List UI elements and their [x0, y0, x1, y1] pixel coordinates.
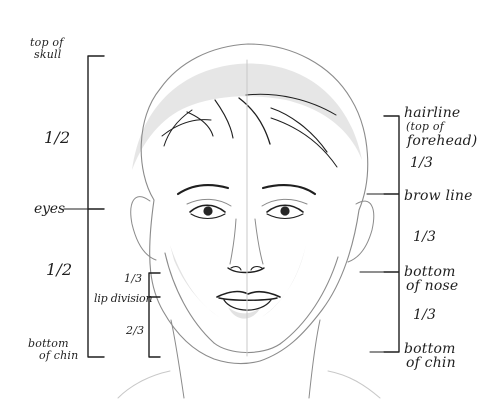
iris-right [280, 206, 289, 215]
nose-bridge-left [230, 219, 236, 264]
label-hairline-2: (top of [406, 121, 444, 132]
label-bottom-of-nose-1: bottom [404, 265, 456, 279]
label-hairline-1: hairline [404, 106, 460, 120]
label-half-upper: 1/2 [44, 130, 70, 146]
lip-division [219, 298, 277, 300]
brow-right [263, 185, 315, 194]
jaw-left [165, 253, 214, 343]
brow-left [178, 185, 228, 194]
hair-strand-7 [271, 118, 337, 167]
label-two-thirds: 2/3 [126, 325, 144, 336]
nose-bridge-right [255, 219, 263, 264]
label-top-of-skull-1: top of [30, 37, 63, 48]
hair-strand-3 [187, 112, 213, 136]
bracket-left-outer [88, 56, 104, 357]
label-bottom-of-chin-right-2: of chin [406, 356, 456, 370]
label-half-lower: 1/2 [46, 262, 72, 278]
label-third-3: 1/3 [413, 308, 436, 322]
ear-left [131, 197, 156, 260]
hair-strand-2 [215, 100, 233, 138]
nose-bottom [228, 268, 264, 273]
label-bottom-of-chin-left-1: bottom [28, 338, 69, 349]
hair-strand-1 [239, 98, 270, 144]
label-brow-line: brow line [404, 189, 473, 203]
jaw-right [280, 257, 338, 344]
nostril-left [231, 267, 241, 270]
cheek-shadow-right [262, 245, 306, 317]
label-lip-division: lip division [94, 293, 152, 304]
label-top-of-skull-2: skull [34, 49, 61, 60]
ear-right [348, 201, 374, 262]
label-third-2: 1/3 [413, 230, 436, 244]
label-third-upper: 1/3 [124, 273, 142, 284]
shoulder-right [328, 371, 380, 398]
shoulder-left [118, 371, 170, 398]
cheek-shadow-left [170, 245, 219, 317]
iris-left [203, 206, 212, 215]
label-hairline-3: forehead) [407, 134, 477, 148]
label-third-1: 1/3 [410, 156, 433, 170]
label-bottom-of-nose-2: of nose [406, 279, 458, 293]
bracket-left-inner [149, 273, 160, 357]
upper-lip [217, 292, 280, 297]
bracket-right [384, 116, 399, 352]
label-bottom-of-chin-left-2: of chin [39, 350, 78, 361]
label-bottom-of-chin-right-1: bottom [404, 342, 456, 356]
label-eyes: eyes [34, 202, 65, 216]
neck-right [309, 320, 320, 398]
